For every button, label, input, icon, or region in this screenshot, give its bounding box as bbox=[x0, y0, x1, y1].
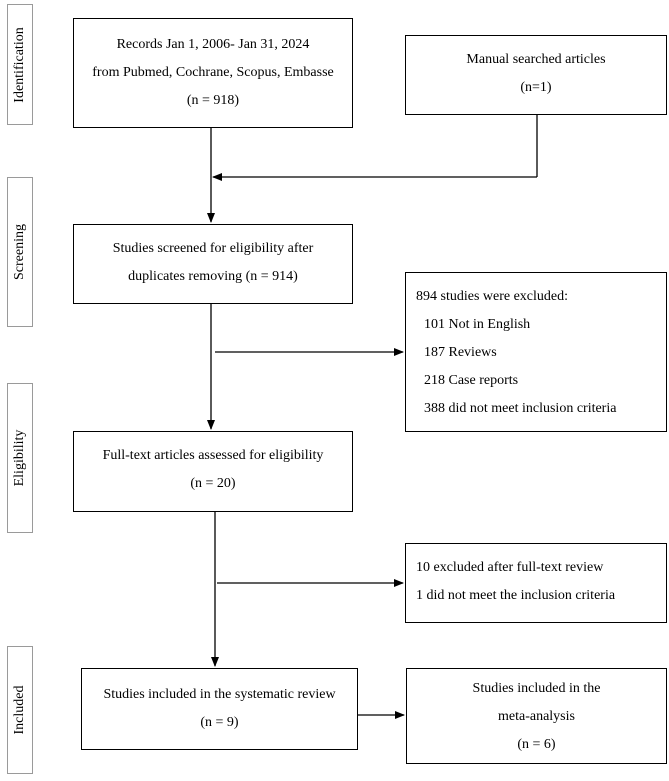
manual-line1: Manual searched articles bbox=[466, 52, 606, 67]
fulltext-count: (n = 20) bbox=[190, 476, 236, 491]
fulltext-box: Full-text articles assessed for eligibil… bbox=[73, 431, 353, 512]
excluded-screening-box: 894 studies were excluded: 101 Not in En… bbox=[405, 272, 667, 432]
records-line2: from Pubmed, Cochrane, Scopus, Embasse bbox=[92, 65, 334, 80]
meta-line1: Studies included in the bbox=[472, 681, 601, 696]
phase-identification: Identification bbox=[7, 4, 33, 125]
excluded-reason: 101 Not in English bbox=[424, 317, 531, 332]
meta-line2: meta-analysis bbox=[498, 709, 575, 724]
systematic-count: (n = 9) bbox=[200, 715, 239, 730]
records-box: Records Jan 1, 2006- Jan 31, 2024 from P… bbox=[73, 18, 353, 128]
systematic-line1: Studies included in the systematic revie… bbox=[103, 687, 336, 702]
phase-eligibility: Eligibility bbox=[7, 383, 33, 533]
manual-search-box: Manual searched articles (n=1) bbox=[405, 35, 667, 115]
screened-line2: duplicates removing (n = 914) bbox=[128, 269, 298, 284]
records-count: (n = 918) bbox=[186, 93, 240, 108]
meta-analysis-box: Studies included in the meta-analysis (n… bbox=[406, 668, 667, 764]
phase-screening-label: Screening bbox=[12, 224, 27, 280]
excluded-reason: 187 Reviews bbox=[424, 345, 497, 360]
manual-count: (n=1) bbox=[520, 80, 552, 95]
screening-box: Studies screened for eligibility after d… bbox=[73, 224, 353, 304]
excluded-reason: 388 did not meet inclusion criteria bbox=[424, 401, 617, 416]
meta-count: (n = 6) bbox=[517, 737, 556, 752]
excluded-fulltext-box: 10 excluded after full-text review 1 did… bbox=[405, 543, 667, 623]
excluded-fulltext-line1: 10 excluded after full-text review bbox=[416, 560, 604, 575]
phase-identification-label: Identification bbox=[12, 26, 27, 103]
phase-eligibility-label: Eligibility bbox=[12, 429, 27, 487]
phase-screening: Screening bbox=[7, 177, 33, 327]
phase-included-label: Included bbox=[12, 685, 27, 735]
excluded-screening-title: 894 studies were excluded: bbox=[416, 289, 569, 304]
screened-line1: Studies screened for eligibility after bbox=[112, 241, 314, 256]
systematic-review-box: Studies included in the systematic revie… bbox=[81, 668, 358, 750]
records-line1: Records Jan 1, 2006- Jan 31, 2024 bbox=[116, 37, 310, 52]
excluded-reason: 218 Case reports bbox=[424, 373, 519, 388]
fulltext-line1: Full-text articles assessed for eligibil… bbox=[102, 448, 324, 463]
phase-included: Included bbox=[7, 646, 33, 774]
excluded-fulltext-line2: 1 did not meet the inclusion criteria bbox=[416, 588, 616, 603]
